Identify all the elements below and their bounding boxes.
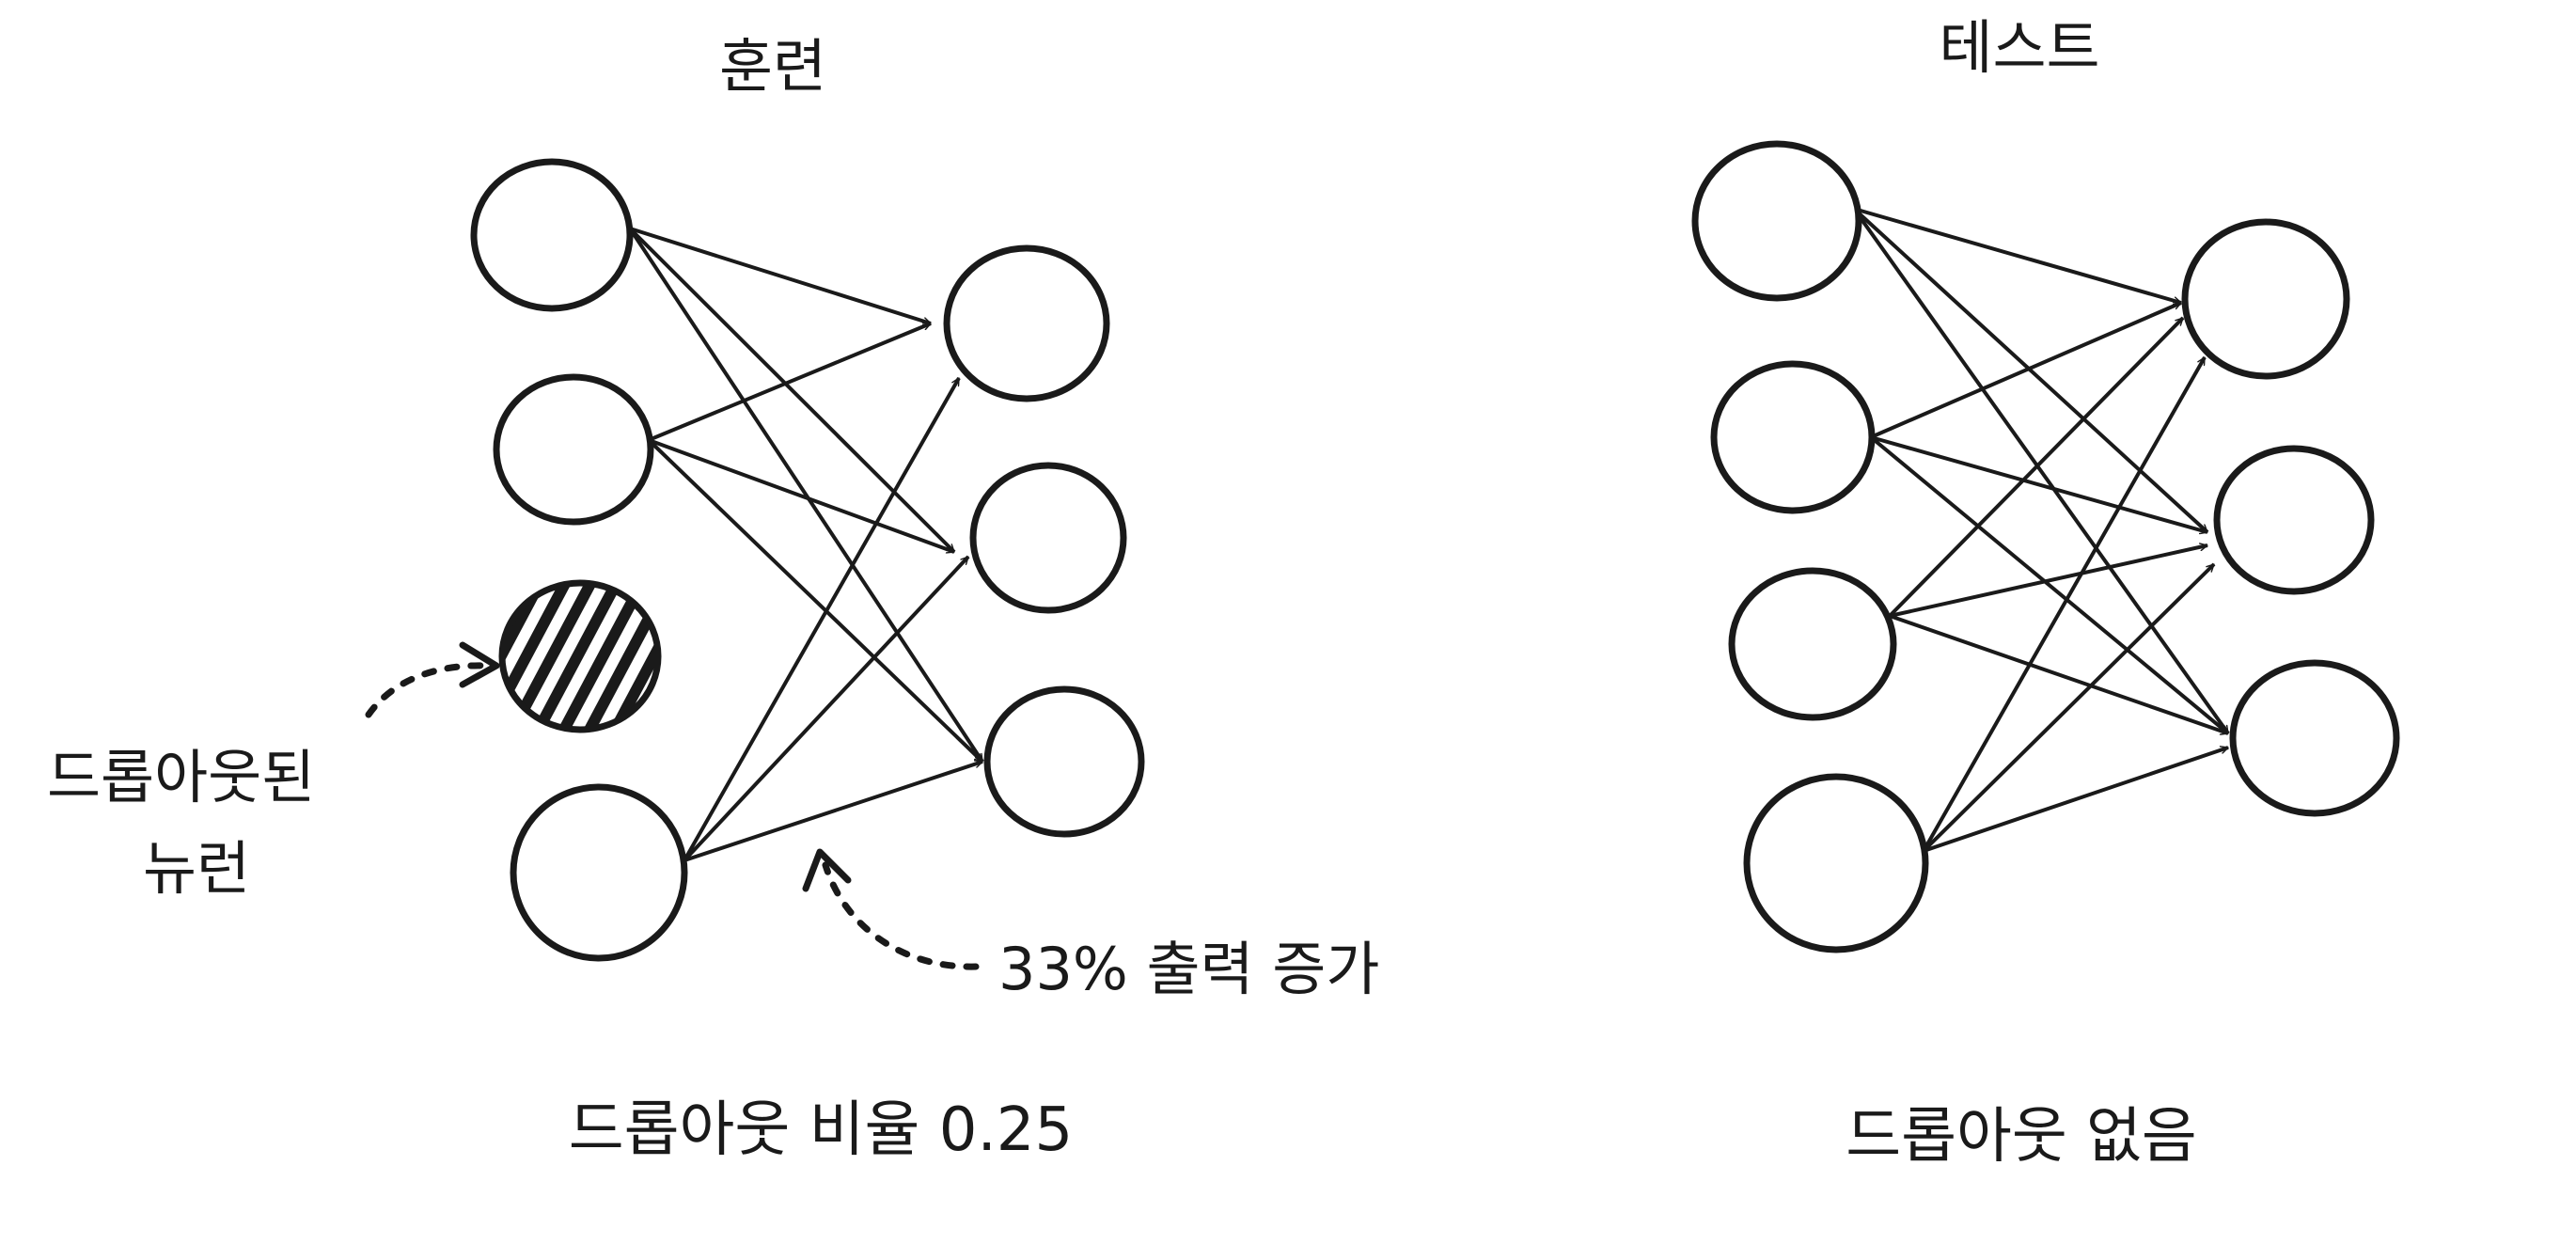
training-edge: [629, 227, 931, 323]
training-edge: [648, 322, 932, 442]
training-input-neuron: [470, 158, 634, 312]
test-edge: [1870, 301, 2182, 439]
training-title: 훈련: [719, 32, 826, 101]
training-edges: [628, 227, 984, 862]
test-input-layer: [1691, 140, 1929, 953]
dropped-neuron-label-line2: 뉴런: [143, 834, 250, 903]
training-caption: 드롭아웃 비율 0.25: [569, 1095, 1073, 1165]
training-output-neuron: [983, 685, 1145, 838]
test-edge: [1889, 545, 2207, 618]
test-input-neuron: [1710, 360, 1876, 514]
training-edge: [683, 762, 982, 862]
test-output-layer: [2181, 218, 2400, 817]
dropped-neuron: [498, 579, 662, 733]
dropped-neuron-pointer: [365, 662, 493, 718]
training-input-layer: [470, 158, 688, 962]
training-output-layer: [943, 244, 1145, 838]
training-output-neuron: [969, 462, 1127, 614]
test-input-neuron: [1743, 773, 1929, 953]
dropped-neuron-arrowhead: [459, 641, 500, 688]
test-title: 테스트: [1939, 13, 2099, 82]
training-edge: [683, 377, 961, 861]
test-edge: [1888, 316, 2185, 618]
test-caption: 드롭아웃 없음: [1846, 1102, 2197, 1172]
training-edge: [647, 438, 984, 764]
training-input-neuron: [493, 373, 654, 526]
test-edge: [1852, 207, 2209, 534]
test-input-neuron: [1691, 140, 1862, 302]
test-output-neuron: [2213, 445, 2375, 595]
test-edge: [1870, 435, 2207, 532]
training-edge: [648, 438, 954, 554]
training-edge: [628, 227, 956, 554]
output-increase-label: 33% 출력 증가: [998, 935, 1379, 1003]
test-edge: [1922, 562, 2216, 853]
test-edge: [1889, 614, 2228, 735]
test-output-neuron: [2229, 659, 2400, 817]
dropped-neuron-label-line1: 드롭아웃된: [47, 743, 315, 811]
test-edge: [1922, 356, 2207, 852]
test-edges: [1852, 207, 2230, 853]
test-input-neuron: [1728, 567, 1897, 721]
output-increase-pointer: [822, 861, 980, 970]
test-output-neuron: [2181, 218, 2350, 380]
training-edge: [628, 227, 984, 764]
training-edge: [683, 555, 970, 862]
output-increase-arrowhead: [802, 848, 852, 892]
training-panel: 훈련 드롭아웃된 뉴런: [47, 32, 1379, 1165]
training-output-neuron: [943, 244, 1110, 402]
training-input-neuron: [510, 783, 688, 962]
test-edge: [1869, 435, 2230, 735]
test-edge: [1852, 207, 2230, 735]
test-edge: [1853, 207, 2181, 303]
test-edge: [1923, 746, 2228, 853]
test-panel: 테스트 드롭아웃 없음: [1691, 13, 2400, 1172]
